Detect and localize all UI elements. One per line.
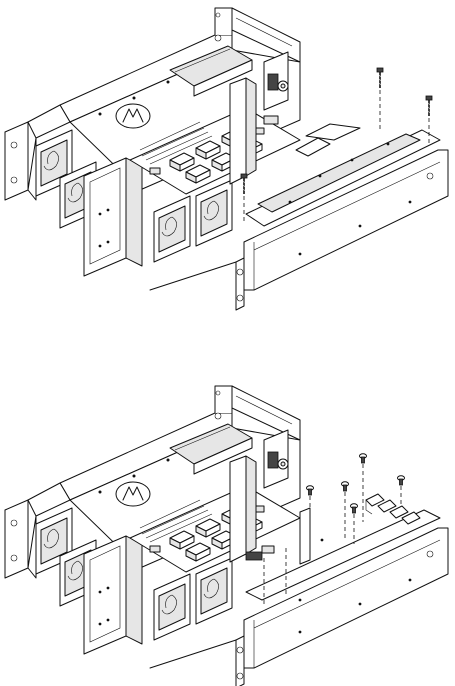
screw-bottom-3 <box>360 454 367 522</box>
figure-bottom <box>5 386 448 686</box>
screw-icon <box>377 68 383 88</box>
screw-bottom-2 <box>342 482 349 540</box>
screw-top-3 <box>241 174 247 222</box>
screw-icon <box>360 454 367 463</box>
screw-icon <box>398 476 405 485</box>
screw-bottom-4 <box>398 476 405 506</box>
screw-icon <box>307 486 314 495</box>
screw-top-1 <box>377 68 383 132</box>
screw-bottom-5 <box>351 504 358 544</box>
screw-icon <box>241 174 247 194</box>
screw-icon <box>342 482 349 491</box>
screw-icon <box>351 504 358 513</box>
figure-top <box>5 8 448 310</box>
screw-icon <box>426 96 432 116</box>
